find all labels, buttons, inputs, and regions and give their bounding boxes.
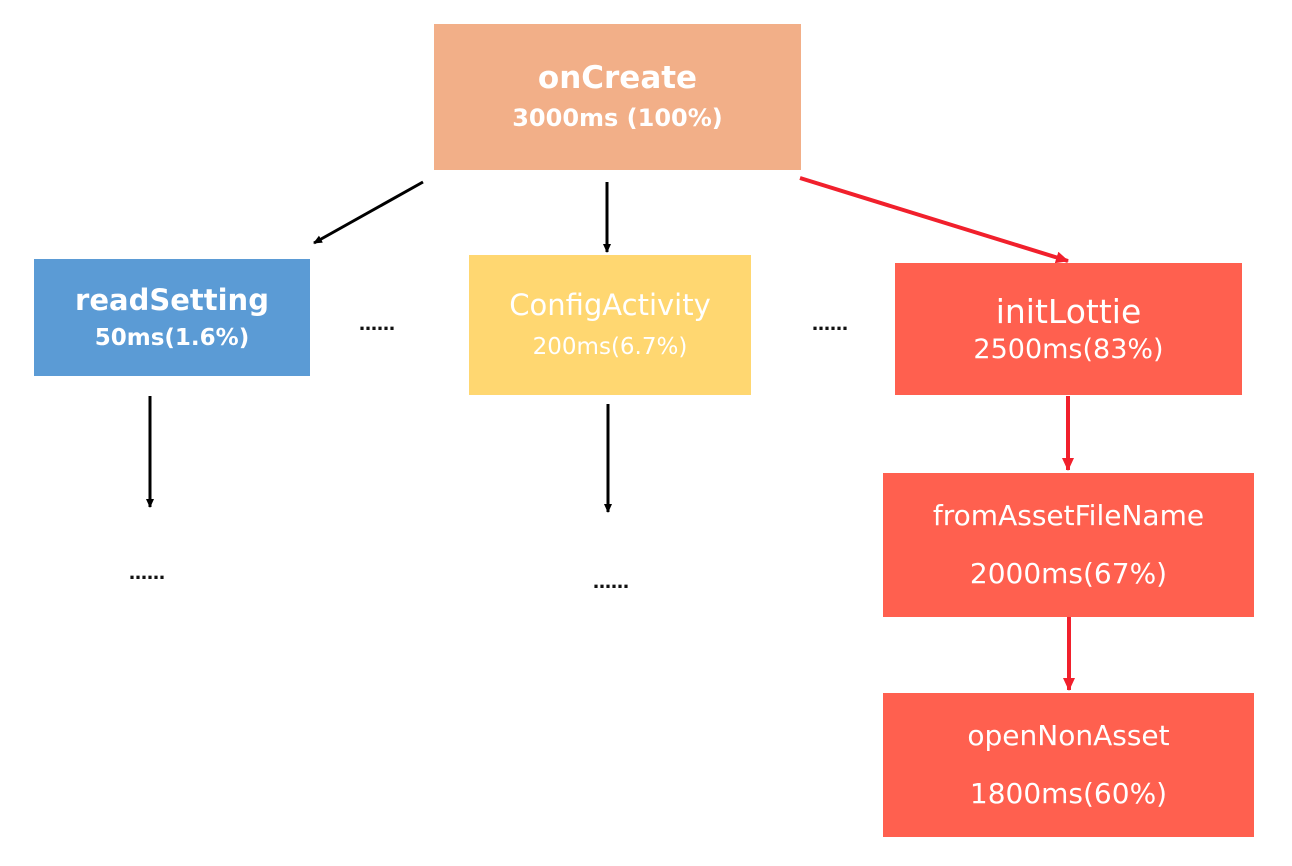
node-configactivity: ConfigActivity 200ms(6.7%) <box>469 255 751 395</box>
node-fromassetfilename: fromAssetFileName 2000ms(67%) <box>883 473 1254 617</box>
node-configactivity-time: 200ms(6.7%) <box>532 334 688 361</box>
node-oncreate: onCreate 3000ms (100%) <box>434 24 801 170</box>
node-readsetting: readSetting 50ms(1.6%) <box>34 259 310 376</box>
edge-oncreate-to-readsetting <box>313 180 424 245</box>
ellipsis-between-configactivity-initlottie: …… <box>812 314 848 335</box>
ellipsis-below-readsetting: …… <box>129 563 165 584</box>
ellipsis-between-readsetting-configactivity: …… <box>359 314 395 335</box>
node-opennonasset-time: 1800ms(60%) <box>969 777 1168 810</box>
node-initlottie-name: initLottie <box>995 291 1142 331</box>
ellipsis-below-configactivity: …… <box>593 572 629 593</box>
node-oncreate-name: onCreate <box>537 60 698 97</box>
node-readsetting-name: readSetting <box>75 282 269 317</box>
node-initlottie-time: 2500ms(83%) <box>973 334 1164 366</box>
node-opennonasset-name: openNonAsset <box>967 718 1170 752</box>
node-opennonasset: openNonAsset 1800ms(60%) <box>883 693 1254 837</box>
node-initlottie: initLottie 2500ms(83%) <box>895 263 1242 395</box>
node-configactivity-name: ConfigActivity <box>509 288 711 323</box>
node-fromassetfilename-name: fromAssetFileName <box>932 498 1205 532</box>
node-fromassetfilename-time: 2000ms(67%) <box>969 557 1168 590</box>
node-readsetting-time: 50ms(1.6%) <box>94 324 250 351</box>
node-oncreate-time: 3000ms (100%) <box>512 104 723 133</box>
edge-oncreate-to-initlottie <box>799 176 1069 264</box>
